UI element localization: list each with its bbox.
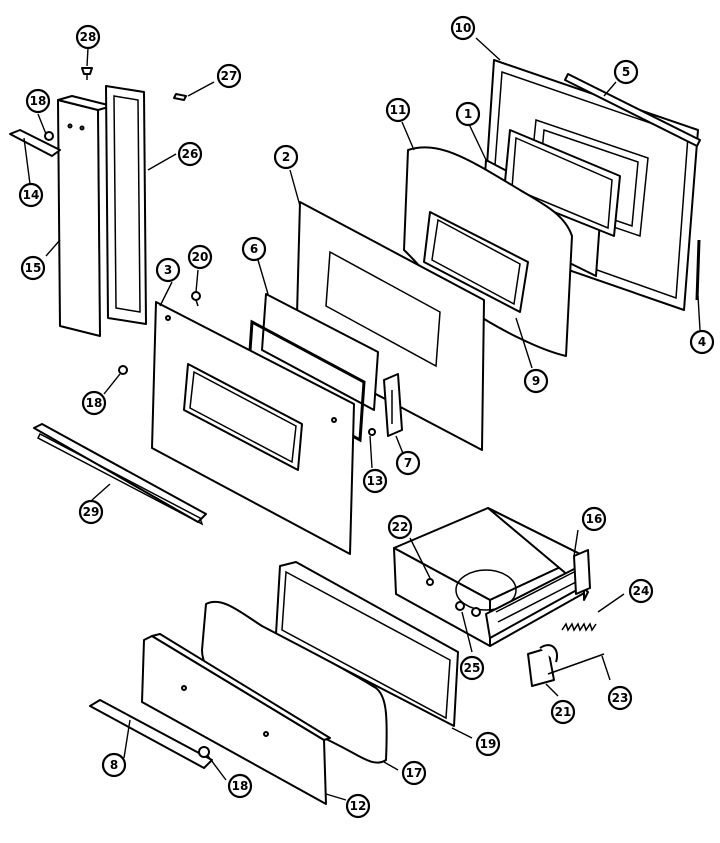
part-screw-27: [173, 93, 187, 101]
callout-14: 14: [18, 182, 44, 208]
part-drawer-rod: [547, 653, 605, 675]
part-drawer-handle: [89, 699, 213, 769]
svg-text:22: 22: [392, 520, 409, 534]
callout-4: 4: [689, 329, 715, 355]
svg-text:6: 6: [250, 242, 258, 256]
svg-text:11: 11: [390, 103, 407, 117]
part-top-trim-strip: [564, 73, 701, 147]
callout-1: 1: [455, 101, 481, 127]
svg-text:8: 8: [110, 758, 118, 772]
svg-text:3: 3: [164, 263, 172, 277]
svg-text:18: 18: [232, 779, 249, 793]
svg-text:21: 21: [555, 705, 572, 719]
part-drawer-front: [141, 633, 331, 805]
svg-text:24: 24: [633, 584, 650, 598]
svg-text:13: 13: [367, 474, 384, 488]
callout-29: 29: [78, 499, 104, 525]
part-screw-28: [81, 67, 93, 80]
svg-text:4: 4: [698, 335, 706, 349]
callout-27: 27: [216, 63, 242, 89]
callout-22: 22: [387, 514, 413, 540]
svg-text:25: 25: [464, 661, 481, 675]
svg-text:18: 18: [30, 94, 47, 108]
svg-text:1: 1: [464, 107, 472, 121]
part-nut-18-bottom: [198, 746, 210, 758]
callout-16: 16: [581, 506, 607, 532]
callout-25: 25: [459, 655, 485, 681]
callout-3: 3: [155, 257, 181, 283]
part-screws-25: [455, 601, 481, 617]
svg-text:16: 16: [586, 512, 603, 526]
part-drawer-bracket: [527, 644, 558, 687]
callout-13: 13: [362, 468, 388, 494]
part-gasket-strip: [105, 85, 147, 325]
callout-24: 24: [628, 578, 654, 604]
callout-2: 2: [273, 144, 299, 170]
part-screw-20: [191, 291, 201, 307]
svg-text:29: 29: [83, 505, 100, 519]
svg-text:26: 26: [182, 147, 199, 161]
svg-text:9: 9: [532, 374, 540, 388]
svg-text:20: 20: [192, 250, 209, 264]
svg-text:28: 28: [80, 30, 97, 44]
part-spring: [561, 622, 597, 632]
callout-6: 6: [241, 236, 267, 262]
svg-text:23: 23: [612, 691, 629, 705]
svg-text:7: 7: [404, 456, 412, 470]
callout-18-bottom: 18: [227, 773, 253, 799]
callout-28: 28: [75, 24, 101, 50]
svg-text:18: 18: [86, 396, 103, 410]
part-nut-18-top: [44, 131, 54, 141]
callout-23: 23: [607, 685, 633, 711]
svg-text:14: 14: [23, 188, 40, 202]
callout-18-mid: 18: [81, 390, 107, 416]
callout-9: 9: [523, 368, 549, 394]
callout-7: 7: [395, 450, 421, 476]
part-inner-door-liner: [403, 146, 573, 357]
callout-10: 10: [450, 15, 476, 41]
part-drawer-body: [393, 507, 591, 647]
part-inner-panel: [295, 201, 485, 451]
callout-26: 26: [177, 141, 203, 167]
leader-lines: [23, 37, 701, 801]
part-screw-22: [426, 578, 434, 586]
part-drawer-panel: [275, 561, 459, 727]
callout-5: 5: [613, 59, 639, 85]
callout-15: 15: [20, 255, 46, 281]
callout-20: 20: [187, 244, 213, 270]
svg-text:10: 10: [455, 21, 472, 35]
part-door-front: [151, 301, 355, 555]
part-screw-13: [368, 428, 376, 469]
callout-17: 17: [401, 760, 427, 786]
callout-8: 8: [101, 752, 127, 778]
callout-21: 21: [550, 699, 576, 725]
part-side-trim-post: [57, 95, 113, 337]
svg-text:19: 19: [480, 737, 497, 751]
callout-11: 11: [385, 97, 411, 123]
svg-text:2: 2: [282, 150, 290, 164]
part-end-cap: [9, 129, 61, 157]
svg-text:12: 12: [350, 799, 367, 813]
callout-18-top: 18: [25, 88, 51, 114]
part-nut-18-mid: [118, 365, 128, 375]
callout-12: 12: [345, 793, 371, 819]
svg-text:17: 17: [406, 766, 423, 780]
part-side-trim-strip: [695, 239, 701, 301]
svg-text:15: 15: [25, 261, 42, 275]
part-hinge-bracket: [383, 373, 405, 457]
svg-text:27: 27: [221, 69, 238, 83]
callout-19: 19: [475, 731, 501, 757]
part-door-handle-trim: [33, 423, 207, 526]
svg-text:5: 5: [622, 65, 630, 79]
